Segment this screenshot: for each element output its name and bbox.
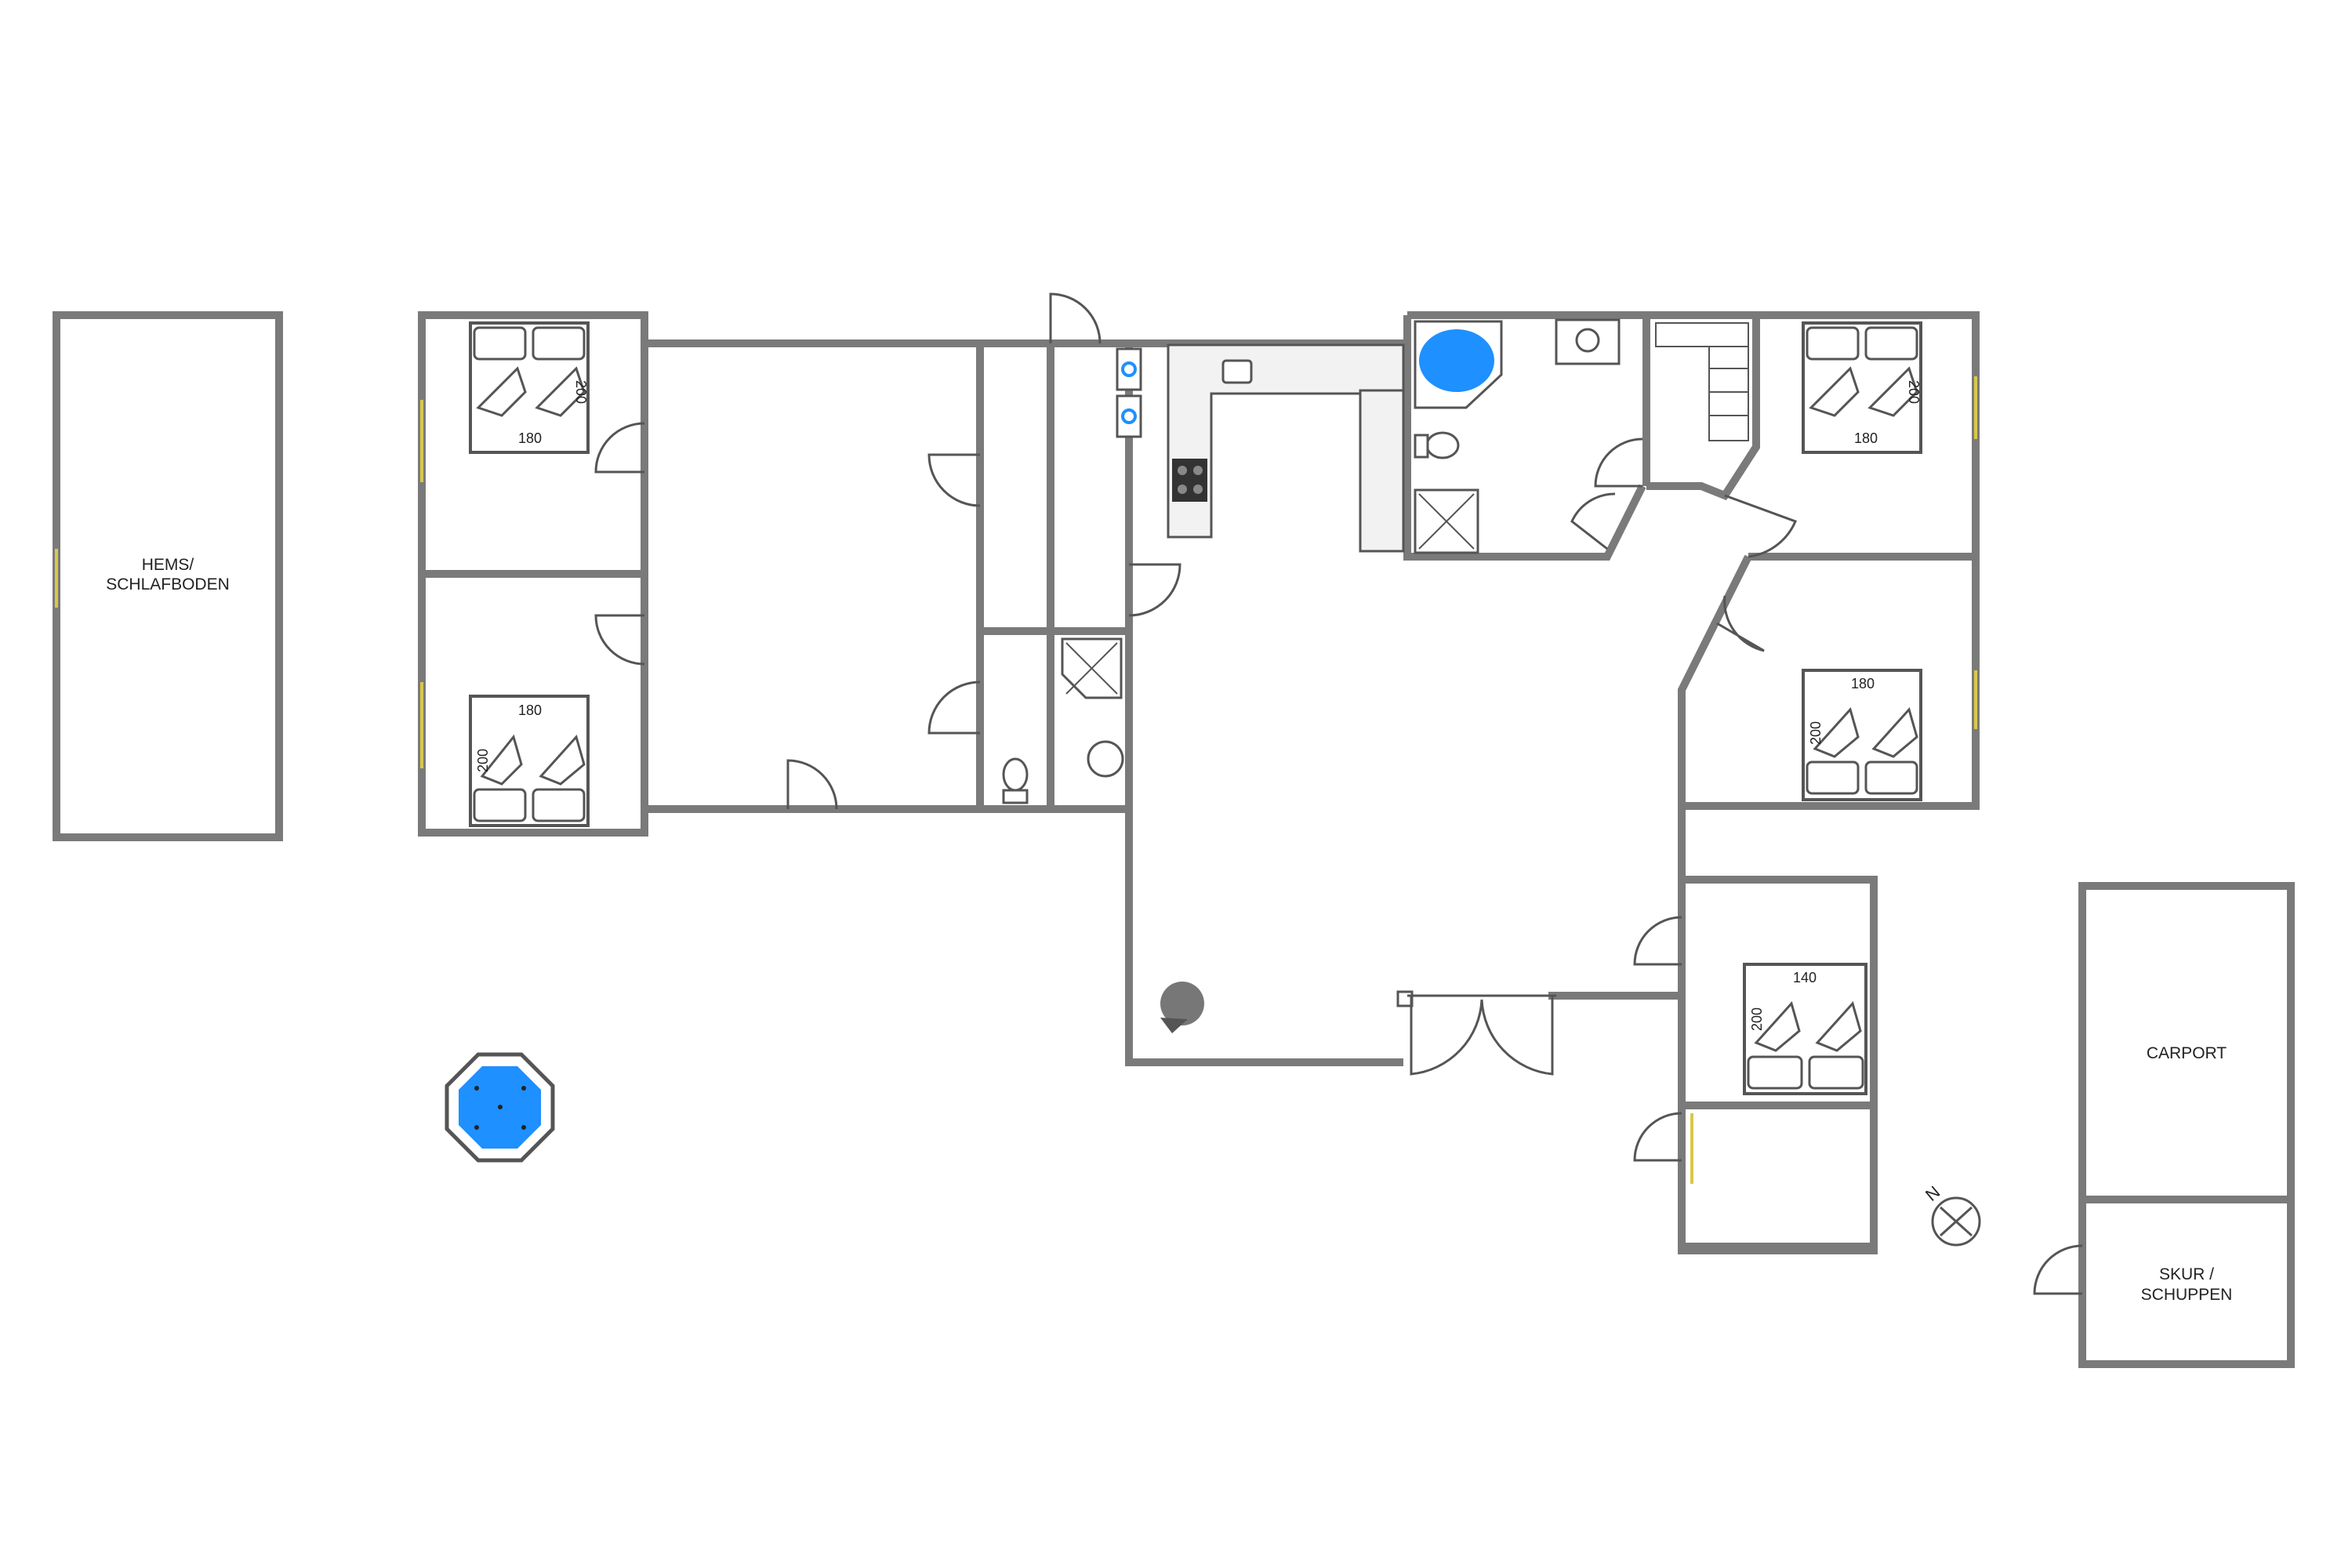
hob-1 (1178, 466, 1187, 475)
bed-5-length: 200 (1749, 1007, 1765, 1031)
room-label-skur-line1: SKUR / (2159, 1265, 2214, 1283)
washer-icon (1116, 347, 1142, 391)
room-labels: HEMS/ SCHLAFBODEN CARPORT SKUR / SCHUPPE… (106, 556, 2232, 1304)
hob-3 (1178, 485, 1187, 494)
door-east-bedroom (1716, 595, 1765, 652)
door-se-bedroom (1633, 916, 1682, 966)
bed-4-width: 180 (1851, 676, 1875, 691)
wall-carport (2078, 882, 2295, 1368)
duvet-fold (476, 366, 586, 417)
pillow (1806, 760, 1860, 795)
wall-west-living (644, 339, 1054, 813)
pillow (1747, 1055, 1803, 1090)
pillow (473, 326, 527, 361)
bathroom (1414, 318, 1621, 554)
dryer-icon (1116, 394, 1142, 438)
wall-living-south (1129, 992, 1686, 1066)
doors (594, 292, 2083, 1295)
door-small-room (1633, 1112, 1682, 1162)
door-bathroom-2 (1570, 492, 1616, 550)
pillow (1864, 760, 1918, 795)
door-post-left (1396, 990, 1414, 1007)
duvet-fold (1813, 706, 1918, 758)
pillow (532, 326, 586, 361)
bed-1-length: 200 (573, 380, 589, 404)
sauna (1655, 322, 1749, 441)
toilet-bath-tank (1414, 434, 1429, 459)
room-label-hems-line2: SCHLAFBODEN (106, 575, 230, 593)
double-bed-2: 180 200 (469, 695, 590, 827)
windows (55, 376, 1977, 1184)
beds: 180 200 180 200 180 200 180 2 (469, 321, 1922, 1095)
hob-2 (1193, 466, 1203, 475)
kitchen (1116, 343, 1405, 553)
shower-bath-cross-b (1418, 493, 1475, 550)
double-bed-5: 140 200 (1743, 963, 1867, 1095)
shower-cross-b (1065, 642, 1118, 695)
door-bathroom (1594, 437, 1643, 488)
kitchen-counter-east (1359, 389, 1405, 553)
pillow (473, 788, 527, 822)
door-utility (927, 681, 981, 735)
washbasin-bath (1555, 318, 1621, 365)
door-terrace-left (1410, 996, 1483, 1076)
bed-2-width: 180 (518, 702, 542, 718)
room-label-carport: CARPORT (2147, 1044, 2227, 1062)
sauna-bench-top (1655, 322, 1749, 347)
pillow (532, 788, 586, 822)
room-label-hems-line1: HEMS/ (142, 556, 194, 574)
corner-bathtub-icon (1419, 329, 1494, 392)
bed-3-length: 200 (1906, 380, 1922, 404)
toilet-icon (1002, 757, 1029, 792)
bed-2-length: 200 (475, 749, 491, 772)
washbasin-bowl (1575, 328, 1600, 353)
door-entry-north (1049, 292, 1102, 344)
washer-drum (1121, 361, 1137, 377)
wood-stove-icon (1160, 982, 1204, 1033)
double-bed-1: 180 200 (469, 321, 590, 454)
dryer-drum (1121, 408, 1137, 424)
utility-bath (1002, 637, 1124, 804)
double-bed-4: 180 200 (1802, 669, 1922, 801)
toilet-tank (1002, 789, 1029, 804)
room-label-skur-line2: SCHUPPEN (2141, 1286, 2233, 1304)
door-terrace-right (1480, 996, 1554, 1076)
walls (53, 311, 2295, 1368)
stove-cooktop (1172, 459, 1207, 502)
bed-5-width: 140 (1793, 970, 1817, 985)
toilet-bath-icon (1425, 431, 1460, 459)
compass-icon: N (1922, 1182, 1981, 1247)
door-bedroom-1 (594, 422, 645, 474)
door-kitchen-hall (1128, 563, 1181, 617)
basin-icon (1087, 740, 1124, 778)
door-ne-bedroom (1724, 494, 1798, 558)
duvet-fold (480, 734, 586, 786)
wall-se-bedroom (1678, 880, 1878, 1254)
sink-icon (1221, 359, 1253, 384)
double-bed-3: 180 200 (1802, 321, 1922, 454)
bed-1-width: 180 (518, 430, 542, 446)
wall-east-bedrooms (1678, 554, 1980, 1250)
door-skur (2033, 1244, 2083, 1295)
hot-tub-icon (445, 1052, 555, 1163)
kitchen-counter (1167, 343, 1405, 539)
pillow (1864, 326, 1918, 361)
duvet-fold (1809, 366, 1918, 417)
bed-3-width: 180 (1854, 430, 1878, 446)
door-bedroom-2 (594, 614, 645, 666)
terrace-door-frame (1396, 990, 1556, 1007)
pillow (1806, 326, 1860, 361)
pillow (1808, 1055, 1864, 1090)
bed-4-length: 200 (1808, 721, 1824, 745)
door-south-west (786, 759, 838, 810)
compass-letter: N (1922, 1182, 1944, 1205)
hob-4 (1193, 485, 1203, 494)
duvet-fold (1754, 1000, 1862, 1052)
door-west-room (927, 453, 981, 507)
sauna-bench-slats (1708, 346, 1749, 441)
wall-left-bedrooms (418, 311, 648, 837)
